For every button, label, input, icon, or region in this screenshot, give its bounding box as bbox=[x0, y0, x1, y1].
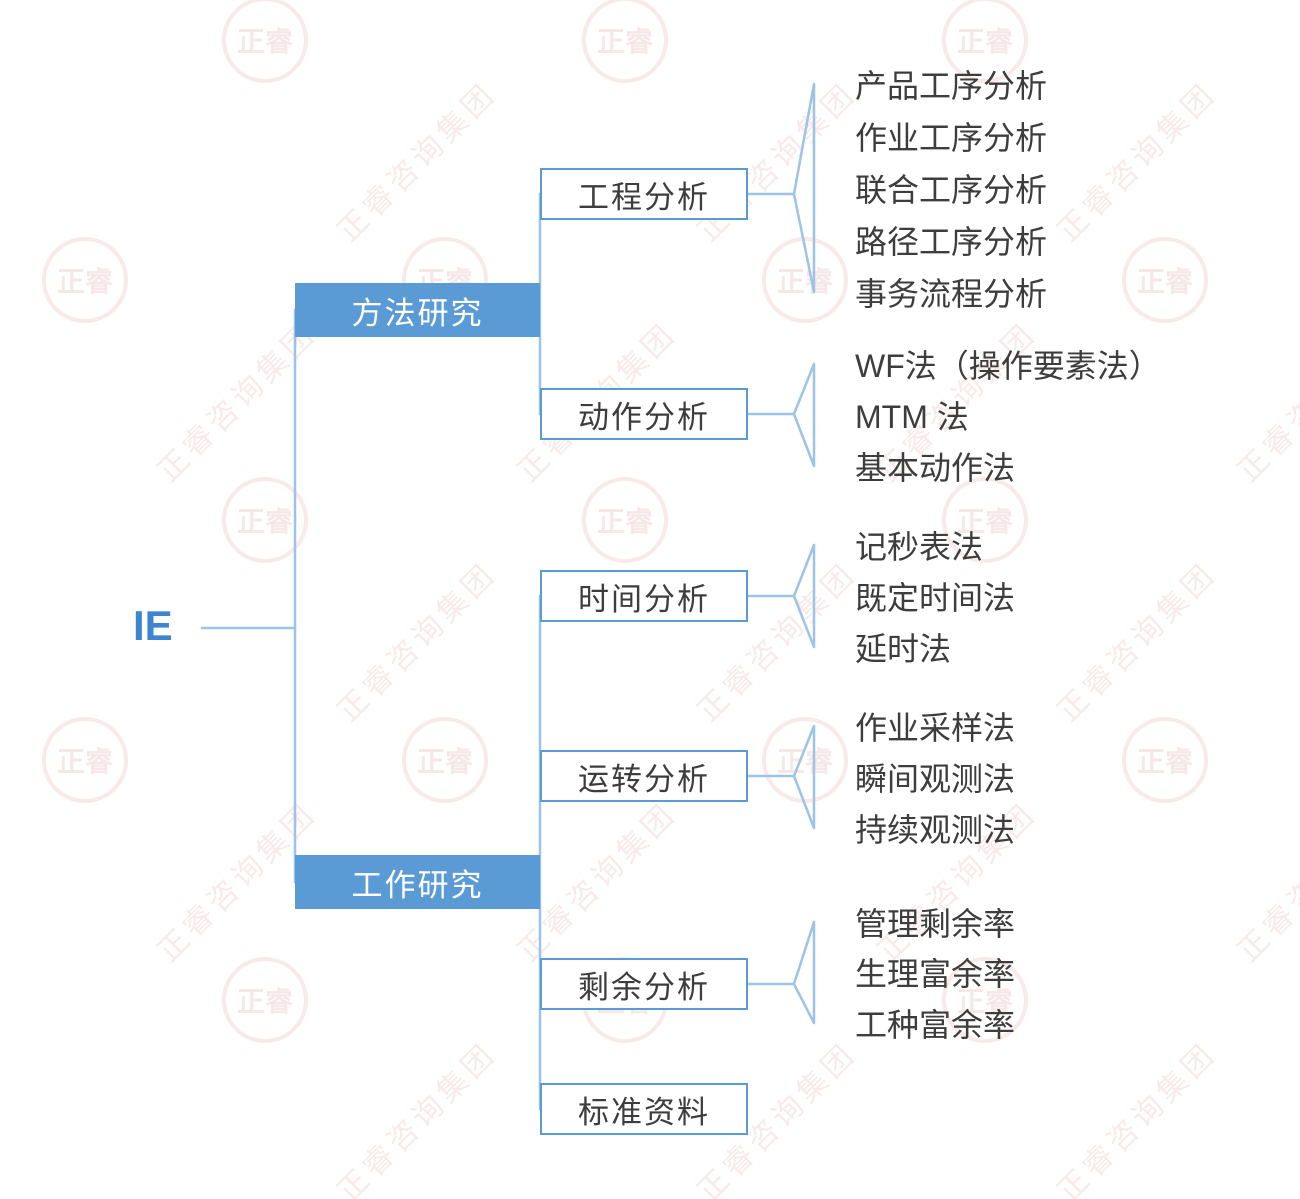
leaf-item: WF法（操作要素法） bbox=[855, 348, 1161, 384]
bracket-time-analysis bbox=[746, 543, 816, 649]
child-standard-data: 标准资料 bbox=[540, 1083, 748, 1135]
leaf-item: 管理剩余率 bbox=[855, 906, 1016, 942]
leaf-item: 生理富余率 bbox=[855, 956, 1016, 992]
leaf-item: MTM 法 bbox=[855, 399, 969, 435]
leaf-item: 工种富余率 bbox=[855, 1007, 1016, 1043]
leaf-item: 延时法 bbox=[855, 631, 952, 667]
leaf-item: 基本动作法 bbox=[855, 450, 1016, 486]
child-engineering-analysis: 工程分析 bbox=[540, 168, 748, 220]
child-surplus-analysis: 剩余分析 bbox=[540, 958, 748, 1010]
bracket-surplus-analysis bbox=[746, 920, 816, 1025]
leaf-item: 记秒表法 bbox=[855, 529, 984, 565]
branch-method-study: 方法研究 bbox=[295, 283, 540, 337]
leaf-item: 联合工序分析 bbox=[855, 172, 1048, 208]
leaf-item: 既定时间法 bbox=[855, 580, 1016, 616]
leaf-item: 持续观测法 bbox=[855, 812, 1016, 848]
bracket-motion-analysis bbox=[746, 362, 816, 468]
leaf-item: 作业采样法 bbox=[855, 710, 1016, 746]
child-time-analysis: 时间分析 bbox=[540, 570, 748, 622]
bracket-operation-analysis bbox=[746, 724, 816, 830]
leaf-item: 路径工序分析 bbox=[855, 224, 1048, 260]
child-motion-analysis: 动作分析 bbox=[540, 388, 748, 440]
root-node-ie: IE bbox=[133, 602, 173, 650]
leaf-item: 产品工序分析 bbox=[855, 68, 1048, 104]
branch-work-study: 工作研究 bbox=[295, 855, 540, 909]
leaf-item: 瞬间观测法 bbox=[855, 761, 1016, 797]
child-operation-analysis: 运转分析 bbox=[540, 750, 748, 802]
leaf-item: 作业工序分析 bbox=[855, 120, 1048, 156]
leaf-item: 事务流程分析 bbox=[855, 276, 1048, 312]
bracket-engineering-analysis bbox=[746, 82, 816, 294]
